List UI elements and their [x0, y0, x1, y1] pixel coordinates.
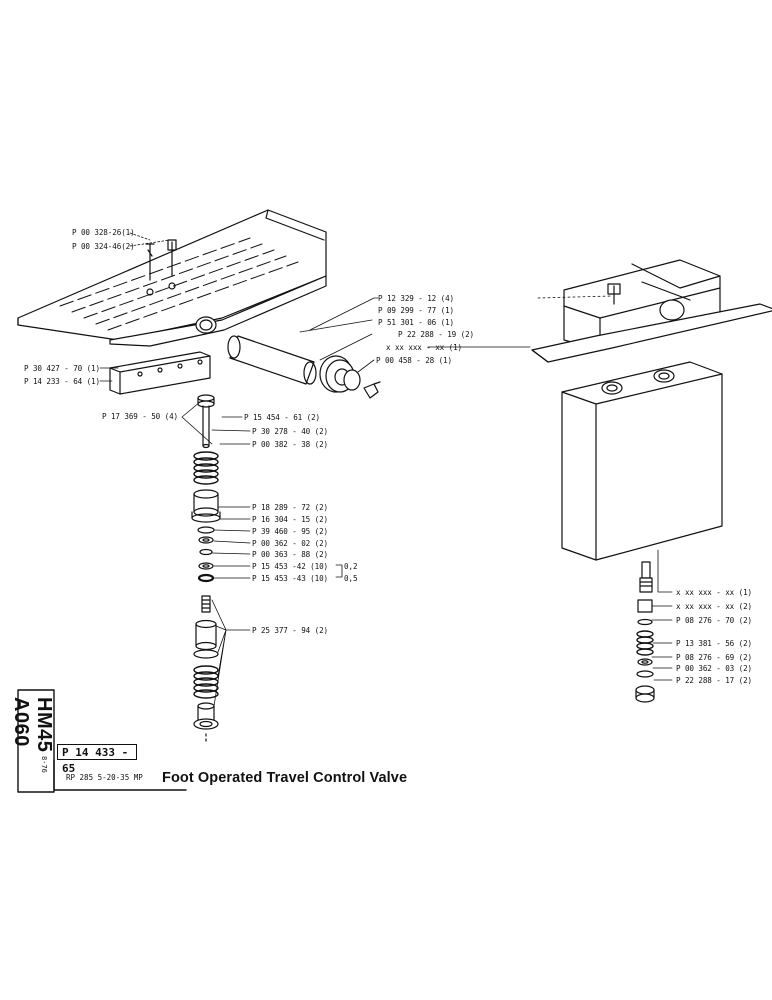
label-valve-spring: P 13 381 - 56 (2) [676, 639, 753, 648]
label-valve-seal-b: P 08 276 - 69 (2) [676, 653, 753, 662]
label-shim-05: P 15 453 -43 (10) [252, 574, 329, 583]
part-number-box: P 14 433 - 65 [57, 744, 137, 775]
label-spring-upper: P 00 382 - 38 (2) [252, 440, 329, 449]
label-pivot-pin: P 12 329 - 12 (4) [378, 294, 455, 303]
label-pedal-bracket: P 30 427 - 70 (1) [24, 364, 101, 373]
label-plunger-bolts: P 17 369 - 50 (4) [102, 412, 179, 421]
label-pedal-screw: P 00 328-26(1) [72, 228, 135, 237]
foot-pedal-drawing [17, 209, 327, 395]
label-shim-05-size: 0,5 [344, 574, 358, 583]
pivot-shaft-drawing [227, 335, 381, 399]
sheet-code: HM45 A060 [10, 690, 55, 790]
label-o-ring-a: P 16 304 - 15 (2) [252, 515, 329, 524]
sheet-date: 8-76 [40, 756, 48, 773]
label-shim-02: P 15 453 -42 (10) [252, 562, 329, 571]
label-plunger-cap: P 15 454 - 61 (2) [244, 413, 321, 422]
page-title: Foot Operated Travel Control Valve [162, 770, 408, 786]
label-o-ring-b: P 39 460 - 95 (2) [252, 527, 329, 536]
label-o-ring-c: P 00 362 - 02 (2) [252, 539, 329, 548]
label-plunger-rod: P 30 278 - 40 (2) [252, 427, 329, 436]
label-grease-nipple: P 00 458 - 28 (1) [376, 356, 453, 365]
label-pivot-ring: P 22 288 - 19 (2) [398, 330, 475, 339]
plunger-stack-drawing [191, 394, 221, 745]
label-pivot-washer: P 09 299 - 77 (1) [378, 306, 455, 315]
label-lower-group: P 25 377 - 94 (2) [252, 626, 329, 635]
valve-body-drawing [531, 259, 772, 703]
title-block-rules [17, 689, 187, 793]
label-pedal-block: P 14 233 - 64 (1) [24, 377, 101, 386]
label-valve-seal-a: P 08 276 - 70 (2) [676, 616, 753, 625]
label-pedal-pin: P 00 324-46(2) [72, 242, 135, 251]
leader-lines [99, 232, 673, 707]
label-valve-spool-b: x xx xxx - xx (2) [676, 602, 753, 611]
model-list: RP 285 5-20-35 MP [66, 773, 143, 782]
label-valve-spool-a: x xx xxx - xx (1) [676, 588, 753, 597]
label-pivot-roller: P 51 301 - 06 (1) [378, 318, 455, 327]
sheet-code-text: HM45 A060 [10, 697, 55, 753]
label-shim-02-size: 0,2 [344, 562, 358, 571]
label-o-ring-d: P 00 363 - 88 (2) [252, 550, 329, 559]
label-guide-sleeve: P 18 289 - 72 (2) [252, 503, 329, 512]
label-valve-base: x xx xxx - xx (1) [386, 343, 463, 352]
label-valve-ring: P 22 288 - 17 (2) [676, 676, 753, 685]
label-valve-oring: P 00 362 - 03 (2) [676, 664, 753, 673]
